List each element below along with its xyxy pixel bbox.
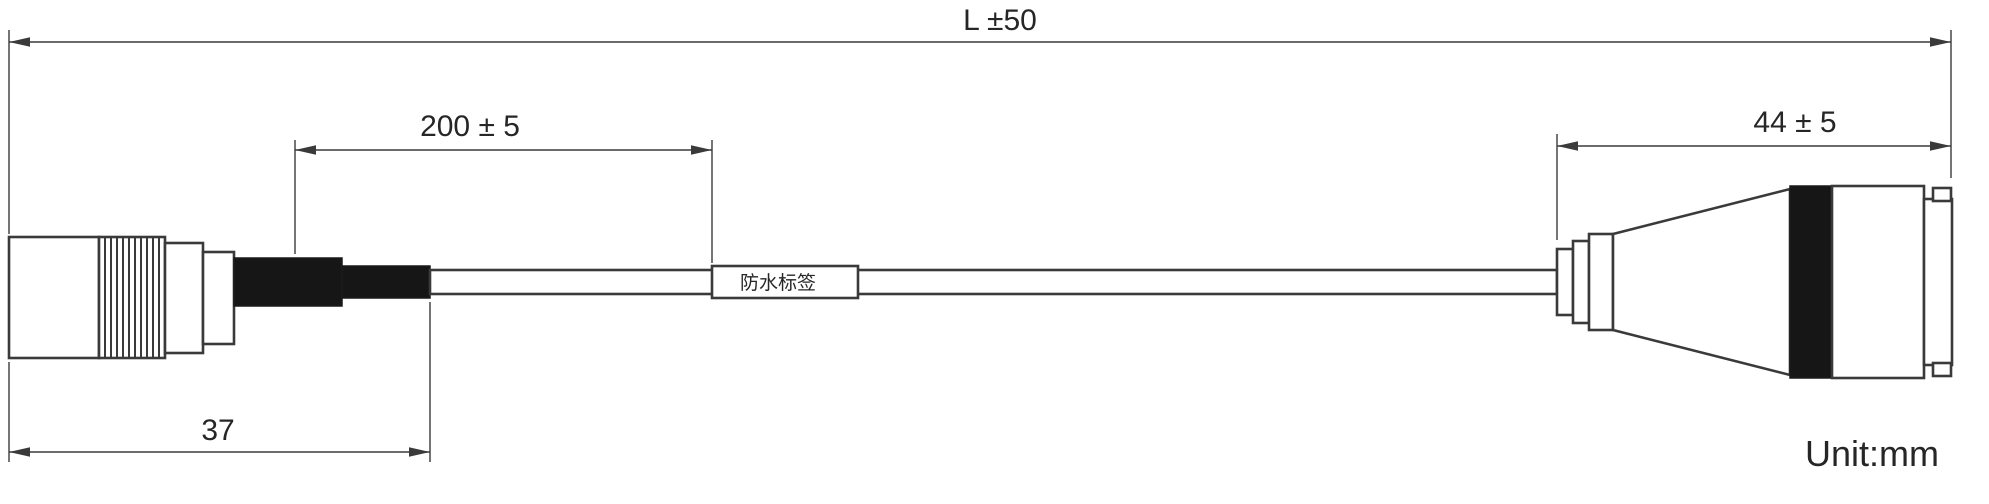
arrowhead-right-icon	[409, 447, 430, 457]
bnc-tapered-body	[1611, 187, 1792, 377]
bnc-relief-ring-1	[1555, 247, 1575, 317]
left-connector	[7, 235, 236, 360]
waterproof-label-box: 防水标签	[710, 264, 860, 300]
bnc-coupling-nut	[1830, 184, 1926, 380]
waterproof-label-outline	[710, 264, 860, 300]
boot-thin-section	[341, 265, 431, 299]
extension-lines	[8, 30, 1952, 462]
cable: 防水标签	[428, 264, 1559, 300]
arrowhead-right-icon	[691, 145, 712, 155]
arrowhead-left-icon	[295, 145, 316, 155]
left-connector-step-2	[201, 250, 236, 346]
bnc-bayonet-lug-bottom	[1931, 361, 1953, 378]
arrowhead-right-icon	[1930, 141, 1951, 151]
arrowhead-left-icon	[9, 447, 30, 457]
arrowhead-right-icon	[1930, 37, 1951, 47]
bnc-relief-ring-2	[1571, 239, 1591, 325]
left-connector-knurl-ribs	[104, 237, 160, 358]
dimension-left-segment: 200 ± 5	[295, 110, 712, 155]
cable-boot	[233, 257, 431, 307]
arrowhead-left-icon	[1557, 141, 1578, 151]
left-connector-body	[7, 235, 101, 360]
bnc-black-band	[1789, 185, 1833, 379]
left-connector-step-1	[163, 241, 205, 355]
dim-right-connector-label: 44 ± 5	[1753, 106, 1836, 139]
left-connector-knurl-section	[97, 235, 167, 360]
right-connector	[1555, 184, 1954, 380]
dimension-left-connector: 37	[9, 414, 430, 457]
cable-jacket	[428, 268, 1559, 296]
unit-note: Unit:mm	[1805, 433, 1939, 474]
dim-left-connector-label: 37	[201, 414, 234, 447]
dimension-overall-length: L ±50	[9, 4, 1951, 47]
bnc-end-cap	[1922, 197, 1954, 367]
bnc-bayonet-lug-top	[1931, 186, 1953, 203]
bnc-relief-ring-3	[1587, 232, 1615, 332]
dimension-right-connector: 44 ± 5	[1557, 106, 1951, 151]
waterproof-label-text: 防水标签	[740, 272, 816, 294]
boot-thick-section	[233, 257, 343, 307]
arrowhead-left-icon	[9, 37, 30, 47]
dim-overall-label: L ±50	[963, 4, 1037, 37]
dim-left-segment-label: 200 ± 5	[420, 110, 520, 143]
